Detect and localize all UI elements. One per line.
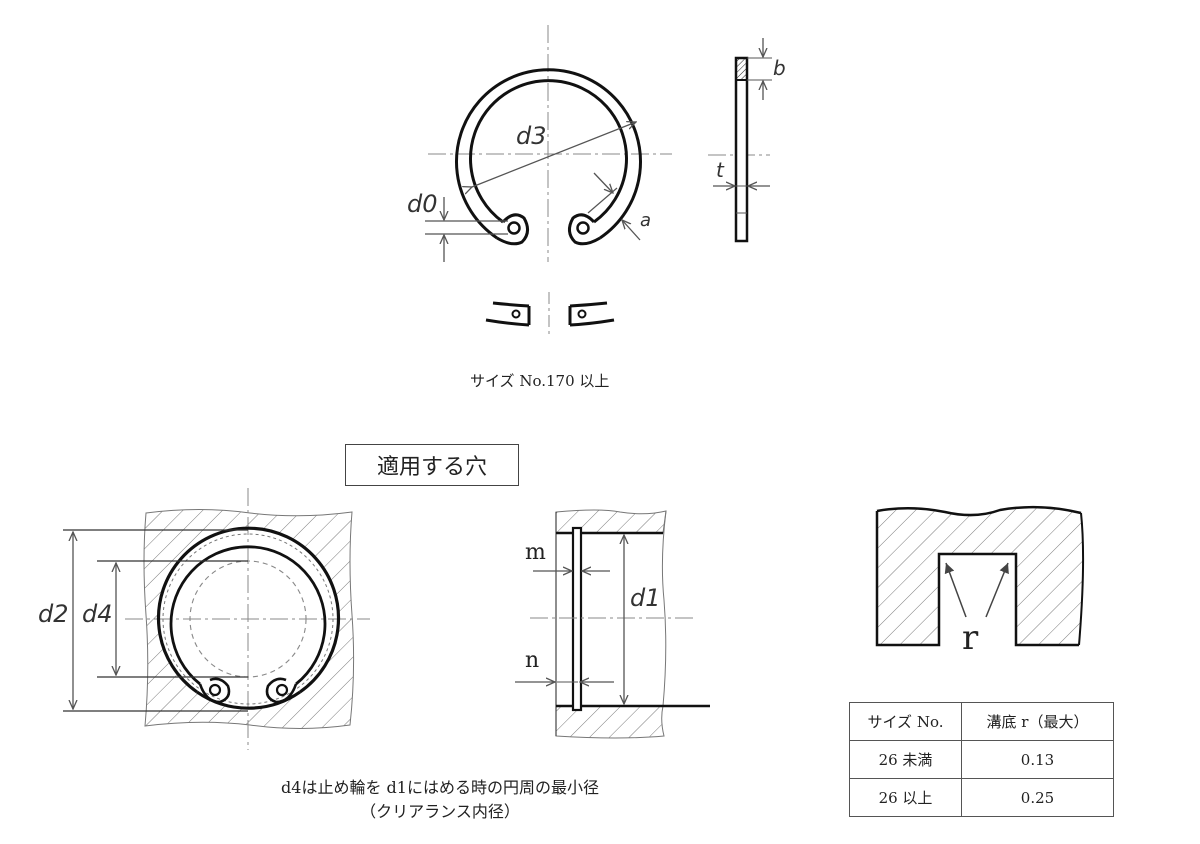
label-d2: d2	[38, 600, 69, 628]
cell-size: 26 以上	[849, 778, 962, 817]
label-d1: d1	[630, 584, 661, 612]
table-row: 26 未満 0.13	[849, 740, 1114, 779]
label-d4: d4	[82, 600, 113, 628]
clearance-note-line1: d4は止め輪を d1にはめる時の円周の最小径	[281, 778, 599, 797]
label-b: b	[773, 56, 786, 80]
clearance-note-line2: （クリアランス内径）	[360, 802, 520, 821]
applicable-hole-title: 適用する穴	[345, 444, 519, 486]
label-d0: d0	[407, 190, 438, 218]
top-ring-front-view	[425, 25, 672, 262]
size-caption: サイズ No.170 以上	[470, 372, 610, 390]
label-m: m	[525, 540, 546, 565]
label-t: t	[716, 158, 724, 182]
header-groove-radius: 溝底 r（最大）	[961, 702, 1114, 741]
table-row: 26 以上 0.25	[849, 778, 1114, 817]
cell-radius: 0.25	[961, 778, 1114, 817]
table-header-row: サイズ No. 溝底 r（最大）	[849, 702, 1114, 741]
label-r: r	[962, 618, 979, 658]
groove-radius-view	[875, 505, 1085, 647]
header-size-no: サイズ No.	[849, 702, 962, 741]
top-ring-side-view	[708, 38, 772, 243]
label-a: a	[640, 210, 652, 231]
lug-detail-view	[485, 292, 615, 338]
label-d3: d3	[516, 122, 547, 150]
cell-radius: 0.13	[961, 740, 1114, 779]
cell-size: 26 未満	[849, 740, 962, 779]
groove-radius-table: サイズ No. 溝底 r（最大） 26 未満 0.13 26 以上 0.25	[849, 702, 1114, 817]
ring-in-hole-view	[63, 488, 370, 750]
groove-section-view	[515, 509, 710, 739]
label-n: n	[525, 648, 540, 673]
